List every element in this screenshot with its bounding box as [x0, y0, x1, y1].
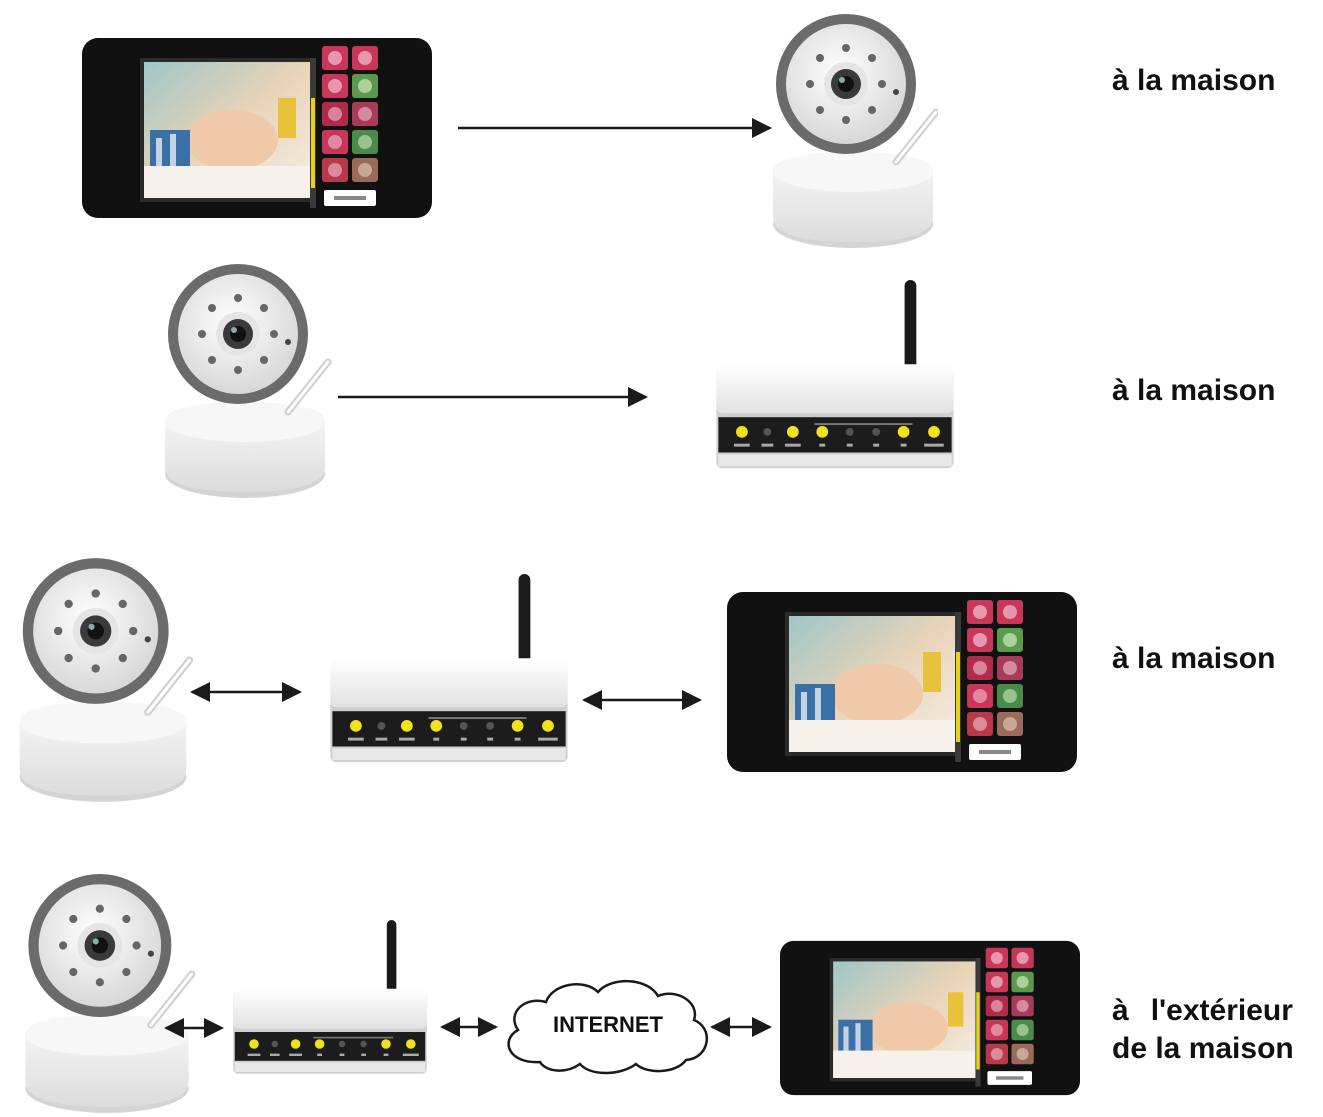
ip-camera-icon — [773, 14, 936, 248]
row-1-label: à la maison — [1112, 64, 1276, 97]
row-4-label-line1: l'extérieur — [1150, 994, 1293, 1027]
wifi-router-icon — [716, 280, 954, 469]
row-4-label-prefix: à — [1112, 994, 1129, 1027]
ip-camera-icon — [165, 264, 328, 498]
internet-cloud-icon: INTERNET — [507, 979, 709, 1075]
internet-cloud-label: INTERNET — [553, 1012, 664, 1037]
row-4-label: à l'extérieur de la maison — [1112, 992, 1294, 1068]
ip-camera-icon — [20, 558, 190, 802]
row-4-label-line2: de la maison — [1112, 1032, 1294, 1065]
row-3-label: à la maison — [1112, 642, 1276, 675]
ip-camera-icon — [25, 874, 191, 1113]
baby-monitor-screen-icon — [780, 940, 1080, 1096]
wifi-router-icon — [330, 574, 568, 763]
baby-monitor-screen-icon — [727, 592, 1077, 772]
baby-monitor-screen-icon — [82, 38, 432, 218]
row-2-label: à la maison — [1112, 374, 1276, 407]
wifi-router-icon — [233, 920, 427, 1074]
